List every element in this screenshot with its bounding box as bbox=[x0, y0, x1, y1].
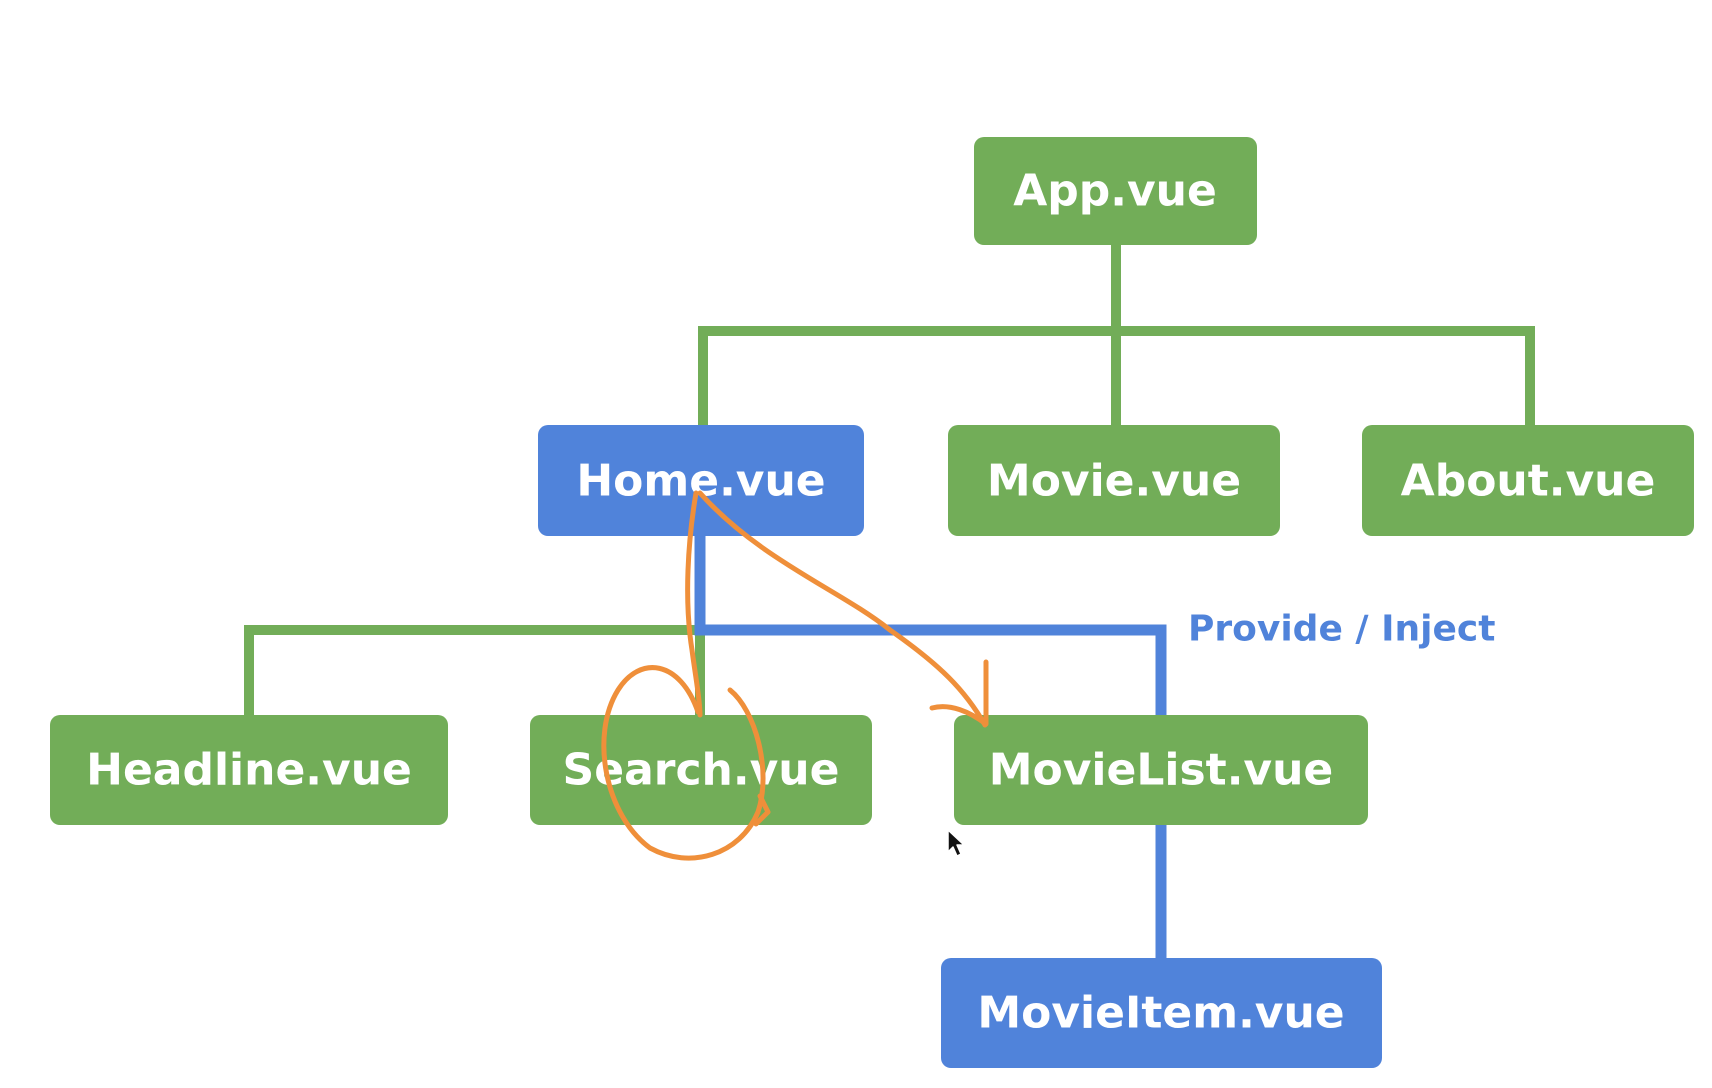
mouse-pointer-icon bbox=[947, 829, 965, 857]
node-label: Headline.vue bbox=[86, 745, 412, 796]
orange-circle-around-search bbox=[601, 665, 766, 861]
node-movie-vue: Movie.vue bbox=[948, 425, 1280, 536]
node-movieitem-vue: MovieItem.vue bbox=[941, 958, 1382, 1068]
orange-arrowhead-movielist bbox=[929, 659, 989, 727]
node-label: Home.vue bbox=[576, 456, 825, 507]
node-headline-vue: Headline.vue bbox=[50, 715, 448, 825]
node-movielist-vue: MovieList.vue bbox=[954, 715, 1368, 825]
node-app-vue: App.vue bbox=[974, 137, 1257, 245]
orange-arrow-home-to-movielist bbox=[697, 490, 988, 728]
node-home-vue: Home.vue bbox=[538, 425, 864, 536]
node-label: MovieItem.vue bbox=[977, 988, 1344, 1039]
node-label: MovieList.vue bbox=[989, 745, 1334, 796]
orange-small-hook-search bbox=[753, 793, 771, 827]
node-label: Movie.vue bbox=[987, 456, 1241, 507]
node-label: App.vue bbox=[1013, 166, 1217, 217]
node-about-vue: About.vue bbox=[1362, 425, 1694, 536]
orange-handwritten-annotations bbox=[601, 490, 989, 861]
node-search-vue: Search.vue bbox=[530, 715, 872, 825]
orange-line-home-to-search bbox=[685, 490, 703, 718]
provide-inject-annotation: Provide / Inject bbox=[1188, 609, 1495, 650]
node-label: About.vue bbox=[1401, 456, 1656, 507]
blue-provide-inject-path bbox=[694, 528, 1167, 964]
green-connectors bbox=[244, 237, 1535, 719]
